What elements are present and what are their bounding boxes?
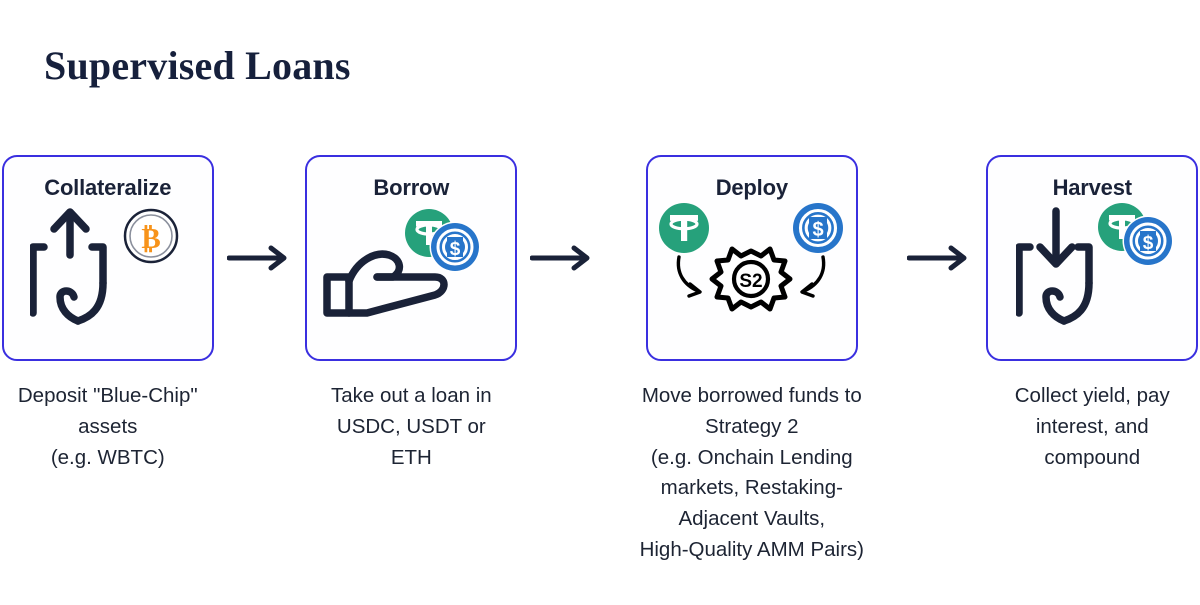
curved-arrow-icon <box>676 255 826 298</box>
hand-down-arrow-icon <box>1016 207 1093 325</box>
card-art-harvest: $ <box>986 199 1198 349</box>
connector-arrow-2 <box>519 155 607 361</box>
right-arrow-icon <box>226 245 287 271</box>
card-title-harvest: Harvest <box>1052 175 1133 200</box>
card-deploy[interactable]: Deploy $ <box>645 155 858 361</box>
caption-borrow: Take out a loan in USDC, USDT or ETH <box>330 384 492 469</box>
usdc-coin-icon: $ <box>429 221 481 273</box>
svg-text:$: $ <box>450 239 461 260</box>
tether-usdc-coin-pair: $ <box>1098 203 1174 267</box>
usdc-coin-icon: $ <box>792 203 843 253</box>
card-collateralize[interactable]: Collateralize ₿ <box>1 155 214 361</box>
svg-text:$: $ <box>812 219 823 241</box>
open-hand-icon <box>323 250 449 317</box>
tether-coin-icon <box>658 203 709 253</box>
hand-up-arrow-icon <box>29 208 107 325</box>
card-art-collateralize: ₿ <box>2 199 214 349</box>
step-harvest: Harvest <box>984 155 1200 473</box>
step-borrow: Borrow <box>304 155 520 473</box>
svg-text:$: $ <box>1143 233 1154 254</box>
step-collateralize: Collateralize ₿ <box>0 155 216 473</box>
caption-collateralize: Deposit "Blue-Chip" assets (e.g. WBTC) <box>17 384 198 469</box>
card-art-borrow: $ <box>305 199 517 349</box>
process-flow: Collateralize ₿ <box>0 155 1200 566</box>
caption-deploy: Move borrowed funds to Strategy 2 (e.g. … <box>639 384 864 561</box>
connector-arrow-1 <box>216 155 304 361</box>
right-arrow-icon <box>907 245 967 271</box>
tether-usdc-coin-pair: $ <box>405 209 481 273</box>
step-deploy: Deploy $ <box>607 155 896 566</box>
right-arrow-icon <box>530 245 590 271</box>
gear-icon: S2 <box>709 246 793 312</box>
card-title-borrow: Borrow <box>373 175 450 200</box>
svg-text:₿: ₿ <box>141 223 160 255</box>
usdc-coin-icon: $ <box>1122 215 1174 267</box>
page-title: Supervised Loans <box>44 43 351 88</box>
connector-arrow-3 <box>896 155 984 361</box>
card-harvest[interactable]: Harvest <box>986 155 1199 361</box>
gear-label: S2 <box>739 271 762 292</box>
card-title-collateralize: Collateralize <box>44 175 172 200</box>
deploy-diagram: $ S2 <box>658 203 843 312</box>
card-art-deploy: $ S2 <box>646 199 858 349</box>
card-title-deploy: Deploy <box>715 175 788 200</box>
card-borrow[interactable]: Borrow <box>305 155 518 361</box>
bitcoin-coin-icon: ₿ <box>123 208 179 264</box>
caption-harvest: Collect yield, pay interest, and compoun… <box>1014 384 1170 469</box>
